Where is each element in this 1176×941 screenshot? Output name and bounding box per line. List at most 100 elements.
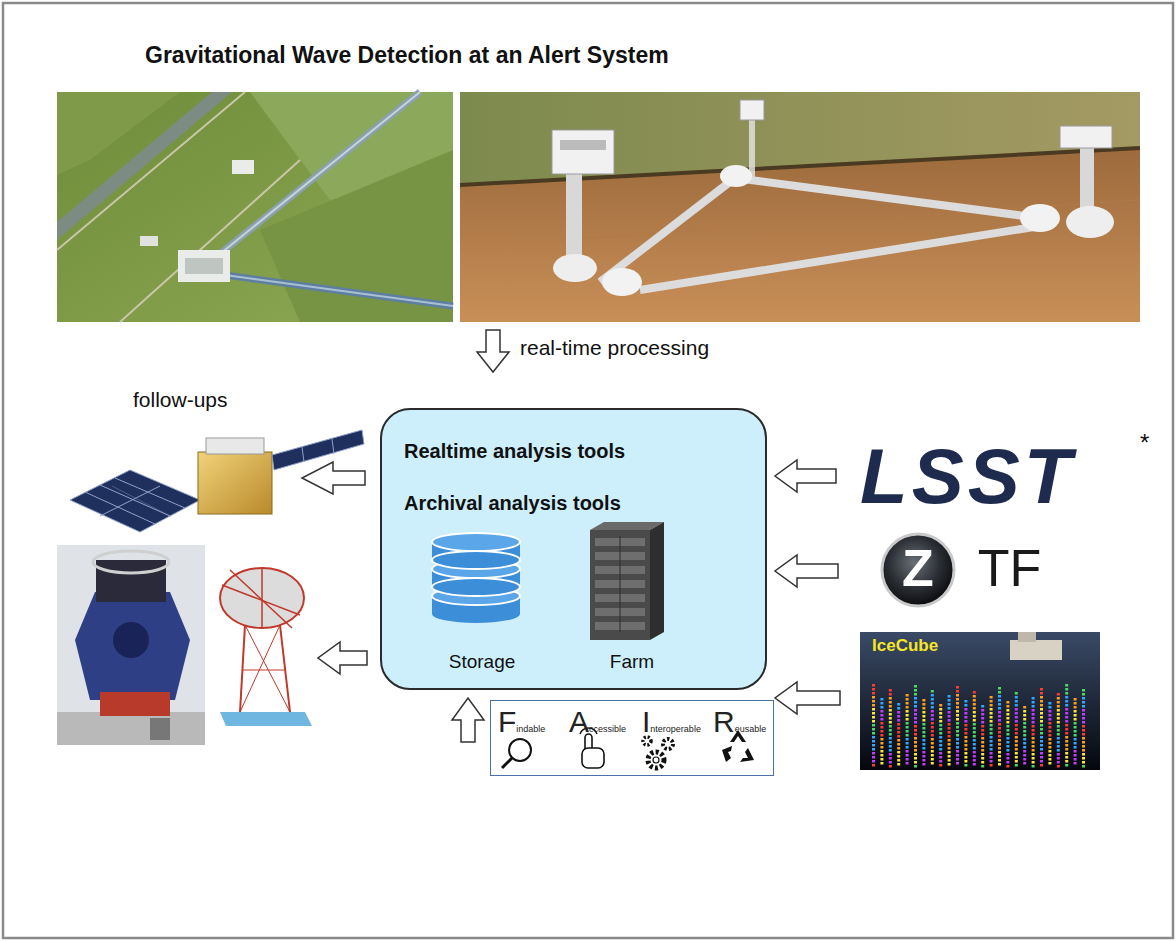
icecube-image — [1074, 734, 1077, 737]
icecube-image — [872, 756, 875, 759]
icecube-image — [1082, 729, 1085, 732]
icecube-image — [914, 705, 917, 708]
icecube-image — [981, 741, 984, 744]
icecube-image — [889, 689, 892, 692]
fair-icons — [582, 748, 604, 768]
icecube-image — [973, 751, 976, 754]
icecube-image — [1057, 765, 1060, 768]
icecube-image — [1048, 722, 1051, 725]
icecube-image — [990, 740, 993, 743]
icecube-image — [860, 632, 1100, 770]
icecube-image — [1006, 713, 1009, 716]
einstein-telescope-render — [460, 92, 1140, 322]
icecube-image — [973, 703, 976, 706]
icecube-image — [1065, 736, 1068, 739]
icecube-image — [956, 722, 959, 725]
icecube-image — [973, 715, 976, 718]
icecube-image — [1048, 710, 1051, 713]
icecube-image — [914, 749, 917, 752]
icecube-image — [931, 702, 934, 705]
icecube-image — [1032, 717, 1035, 720]
icecube-image — [906, 702, 909, 705]
diagram-title: Gravitational Wave Detection at an Alert… — [145, 43, 669, 68]
icecube-image — [939, 760, 942, 763]
icecube-image — [1040, 764, 1043, 767]
icecube-image — [922, 747, 925, 750]
icecube-image — [973, 747, 976, 750]
icecube-image — [939, 756, 942, 759]
icecube-image — [964, 764, 967, 767]
icecube-image — [956, 714, 959, 717]
down-arrow — [477, 330, 509, 372]
icecube-image — [990, 720, 993, 723]
icecube-image — [872, 724, 875, 727]
icecube-image — [990, 708, 993, 711]
icecube-image — [1082, 713, 1085, 716]
icecube-image — [990, 732, 993, 735]
icecube-image — [1032, 749, 1035, 752]
icecube-image — [931, 754, 934, 757]
fair-icons — [490, 700, 768, 776]
icecube-image — [981, 753, 984, 756]
icecube-image — [1006, 725, 1009, 728]
icecube-image — [1057, 761, 1060, 764]
fair-icons — [490, 700, 768, 776]
icecube-image — [973, 763, 976, 766]
icecube-image — [889, 765, 892, 768]
icecube-image — [1048, 714, 1051, 717]
icecube-image — [1023, 750, 1026, 753]
icecube-image — [897, 743, 900, 746]
hollow-arrow — [775, 682, 840, 714]
database-icon — [432, 551, 520, 569]
icecube-image — [956, 758, 959, 761]
icecube-image — [1040, 704, 1043, 707]
icecube-image — [1006, 705, 1009, 708]
satellite — [302, 447, 304, 462]
icecube-image — [1040, 752, 1043, 755]
virgo-aerial-photo — [57, 92, 245, 250]
icecube-image — [914, 685, 917, 688]
icecube-image — [948, 723, 951, 726]
icecube-image — [914, 693, 917, 696]
icecube-image — [956, 730, 959, 733]
icecube-image — [1006, 737, 1009, 740]
optical-telescope-photo — [100, 692, 170, 716]
icecube-image — [1057, 693, 1060, 696]
icecube-image — [897, 731, 900, 734]
icecube-image — [1065, 748, 1068, 751]
icecube-image — [1040, 696, 1043, 699]
icecube-image — [998, 707, 1001, 710]
icecube-image — [872, 708, 875, 711]
icecube-image — [939, 740, 942, 743]
icecube-image — [922, 699, 925, 702]
icecube-image — [948, 747, 951, 750]
icecube-image — [990, 728, 993, 731]
icecube-image — [973, 711, 976, 714]
icecube-image — [1023, 722, 1026, 725]
icecube-image — [998, 687, 1001, 690]
icecube-image — [872, 732, 875, 735]
icecube-image — [1018, 632, 1036, 642]
icecube-image — [906, 734, 909, 737]
icecube-image — [931, 710, 934, 713]
icecube-image — [998, 739, 1001, 742]
radio-dish-drawing — [245, 625, 290, 712]
icecube-image — [973, 707, 976, 710]
icecube-image — [931, 746, 934, 749]
icecube-image — [939, 704, 942, 707]
einstein-telescope-render — [602, 268, 642, 296]
icecube-image — [1023, 730, 1026, 733]
icecube-image — [897, 747, 900, 750]
icecube-image — [1040, 732, 1043, 735]
icecube-image — [1074, 762, 1077, 765]
icecube-image — [914, 725, 917, 728]
server-rack-icon — [650, 522, 664, 640]
icecube-image — [897, 763, 900, 766]
icecube-image — [981, 737, 984, 740]
icecube-image — [1040, 740, 1043, 743]
icecube-image — [964, 740, 967, 743]
icecube-image — [1006, 709, 1009, 712]
icecube-image — [964, 748, 967, 751]
icecube-image — [897, 735, 900, 738]
